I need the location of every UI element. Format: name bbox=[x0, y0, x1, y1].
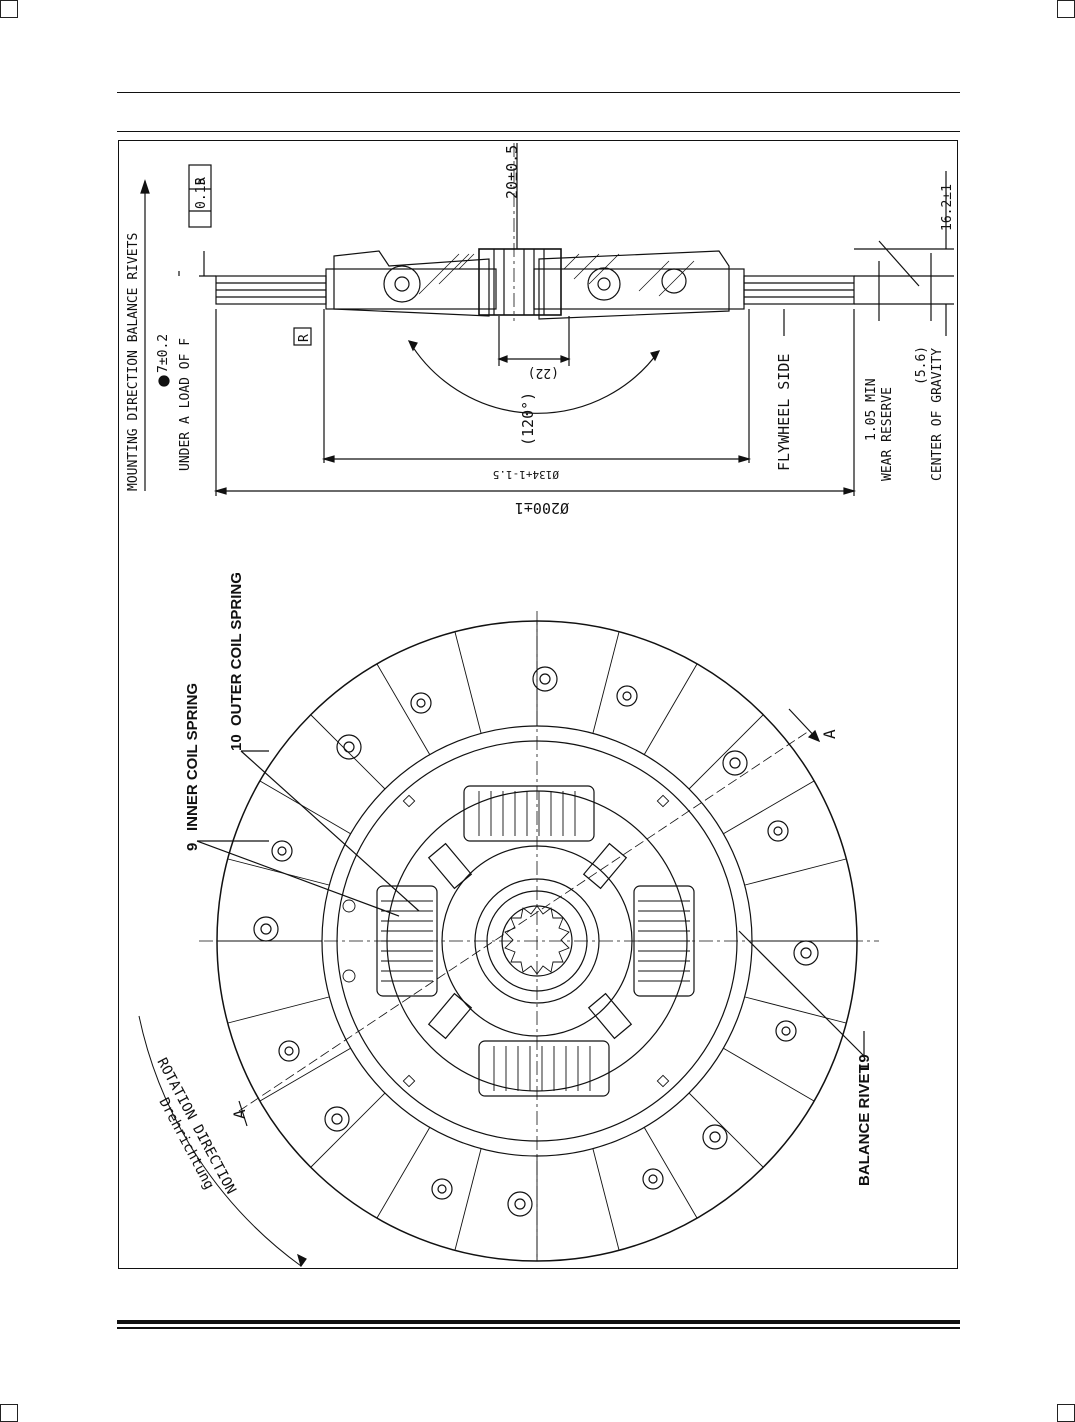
section-view bbox=[140, 143, 954, 496]
cg-label: CENTER OF GRAVITY bbox=[930, 348, 945, 481]
clutch-disc-drawing: MOUNTING DIRECTION BALANCE RIVETS 7±0.2 … bbox=[126, 143, 955, 1268]
tolerance-datum: R bbox=[194, 177, 209, 185]
crop-mark-br bbox=[1057, 1404, 1075, 1422]
outer-spring-label: OUTER COIL SPRING bbox=[228, 572, 245, 726]
cg-value-label: (5.6) bbox=[914, 346, 929, 385]
dim-200-label: Ø200±1 bbox=[515, 499, 569, 517]
datum-r-label: R bbox=[297, 334, 312, 342]
front-view bbox=[138, 611, 879, 1268]
dim-134-label: Ø134+1-1.5 bbox=[493, 468, 559, 481]
angle-label: (120°) bbox=[519, 392, 537, 446]
tolerance-value: 0.15 bbox=[194, 178, 209, 209]
inner-spring-label: INNER COIL SPRING bbox=[184, 683, 201, 831]
thickness-dim: 20±0.5 bbox=[503, 145, 521, 199]
crop-mark-bl bbox=[0, 1404, 18, 1422]
header-rule-top bbox=[117, 92, 960, 93]
dim-22-label: (22) bbox=[528, 365, 559, 380]
rivet-group bbox=[253, 666, 819, 1217]
rivet-number: 19 bbox=[856, 1054, 873, 1071]
drawing-frame: MOUNTING DIRECTION BALANCE RIVETS 7±0.2 … bbox=[118, 140, 958, 1269]
footer-rule-thin bbox=[117, 1327, 960, 1329]
header-rule-bottom bbox=[117, 131, 960, 132]
outer-spring-number: 10 bbox=[228, 734, 245, 751]
load-dim-label: 7±0.2 bbox=[156, 334, 171, 373]
section-a-bottom: A bbox=[230, 1109, 249, 1119]
flywheel-side-label: FLYWHEEL SIDE bbox=[775, 354, 793, 471]
dim-16-label: 16.2±1 bbox=[940, 184, 955, 231]
wear-reserve-label: WEAR RESERVE bbox=[880, 387, 895, 481]
section-a-top: A bbox=[820, 729, 839, 739]
crop-mark-tr bbox=[1057, 0, 1075, 18]
under-load-label: UNDER A LOAD OF F bbox=[178, 338, 193, 471]
balance-rivet-label: BALANCE RIVET bbox=[856, 1064, 873, 1186]
section-labels: MOUNTING DIRECTION BALANCE RIVETS 7±0.2 … bbox=[126, 145, 955, 517]
mounting-direction-label: MOUNTING DIRECTION BALANCE RIVETS bbox=[126, 233, 141, 491]
footer-rule-thick bbox=[117, 1320, 960, 1324]
wear-value-label: 1.05 MIN bbox=[864, 378, 879, 441]
inner-spring-number: 9 bbox=[184, 843, 201, 851]
crop-mark-tl bbox=[0, 0, 18, 18]
